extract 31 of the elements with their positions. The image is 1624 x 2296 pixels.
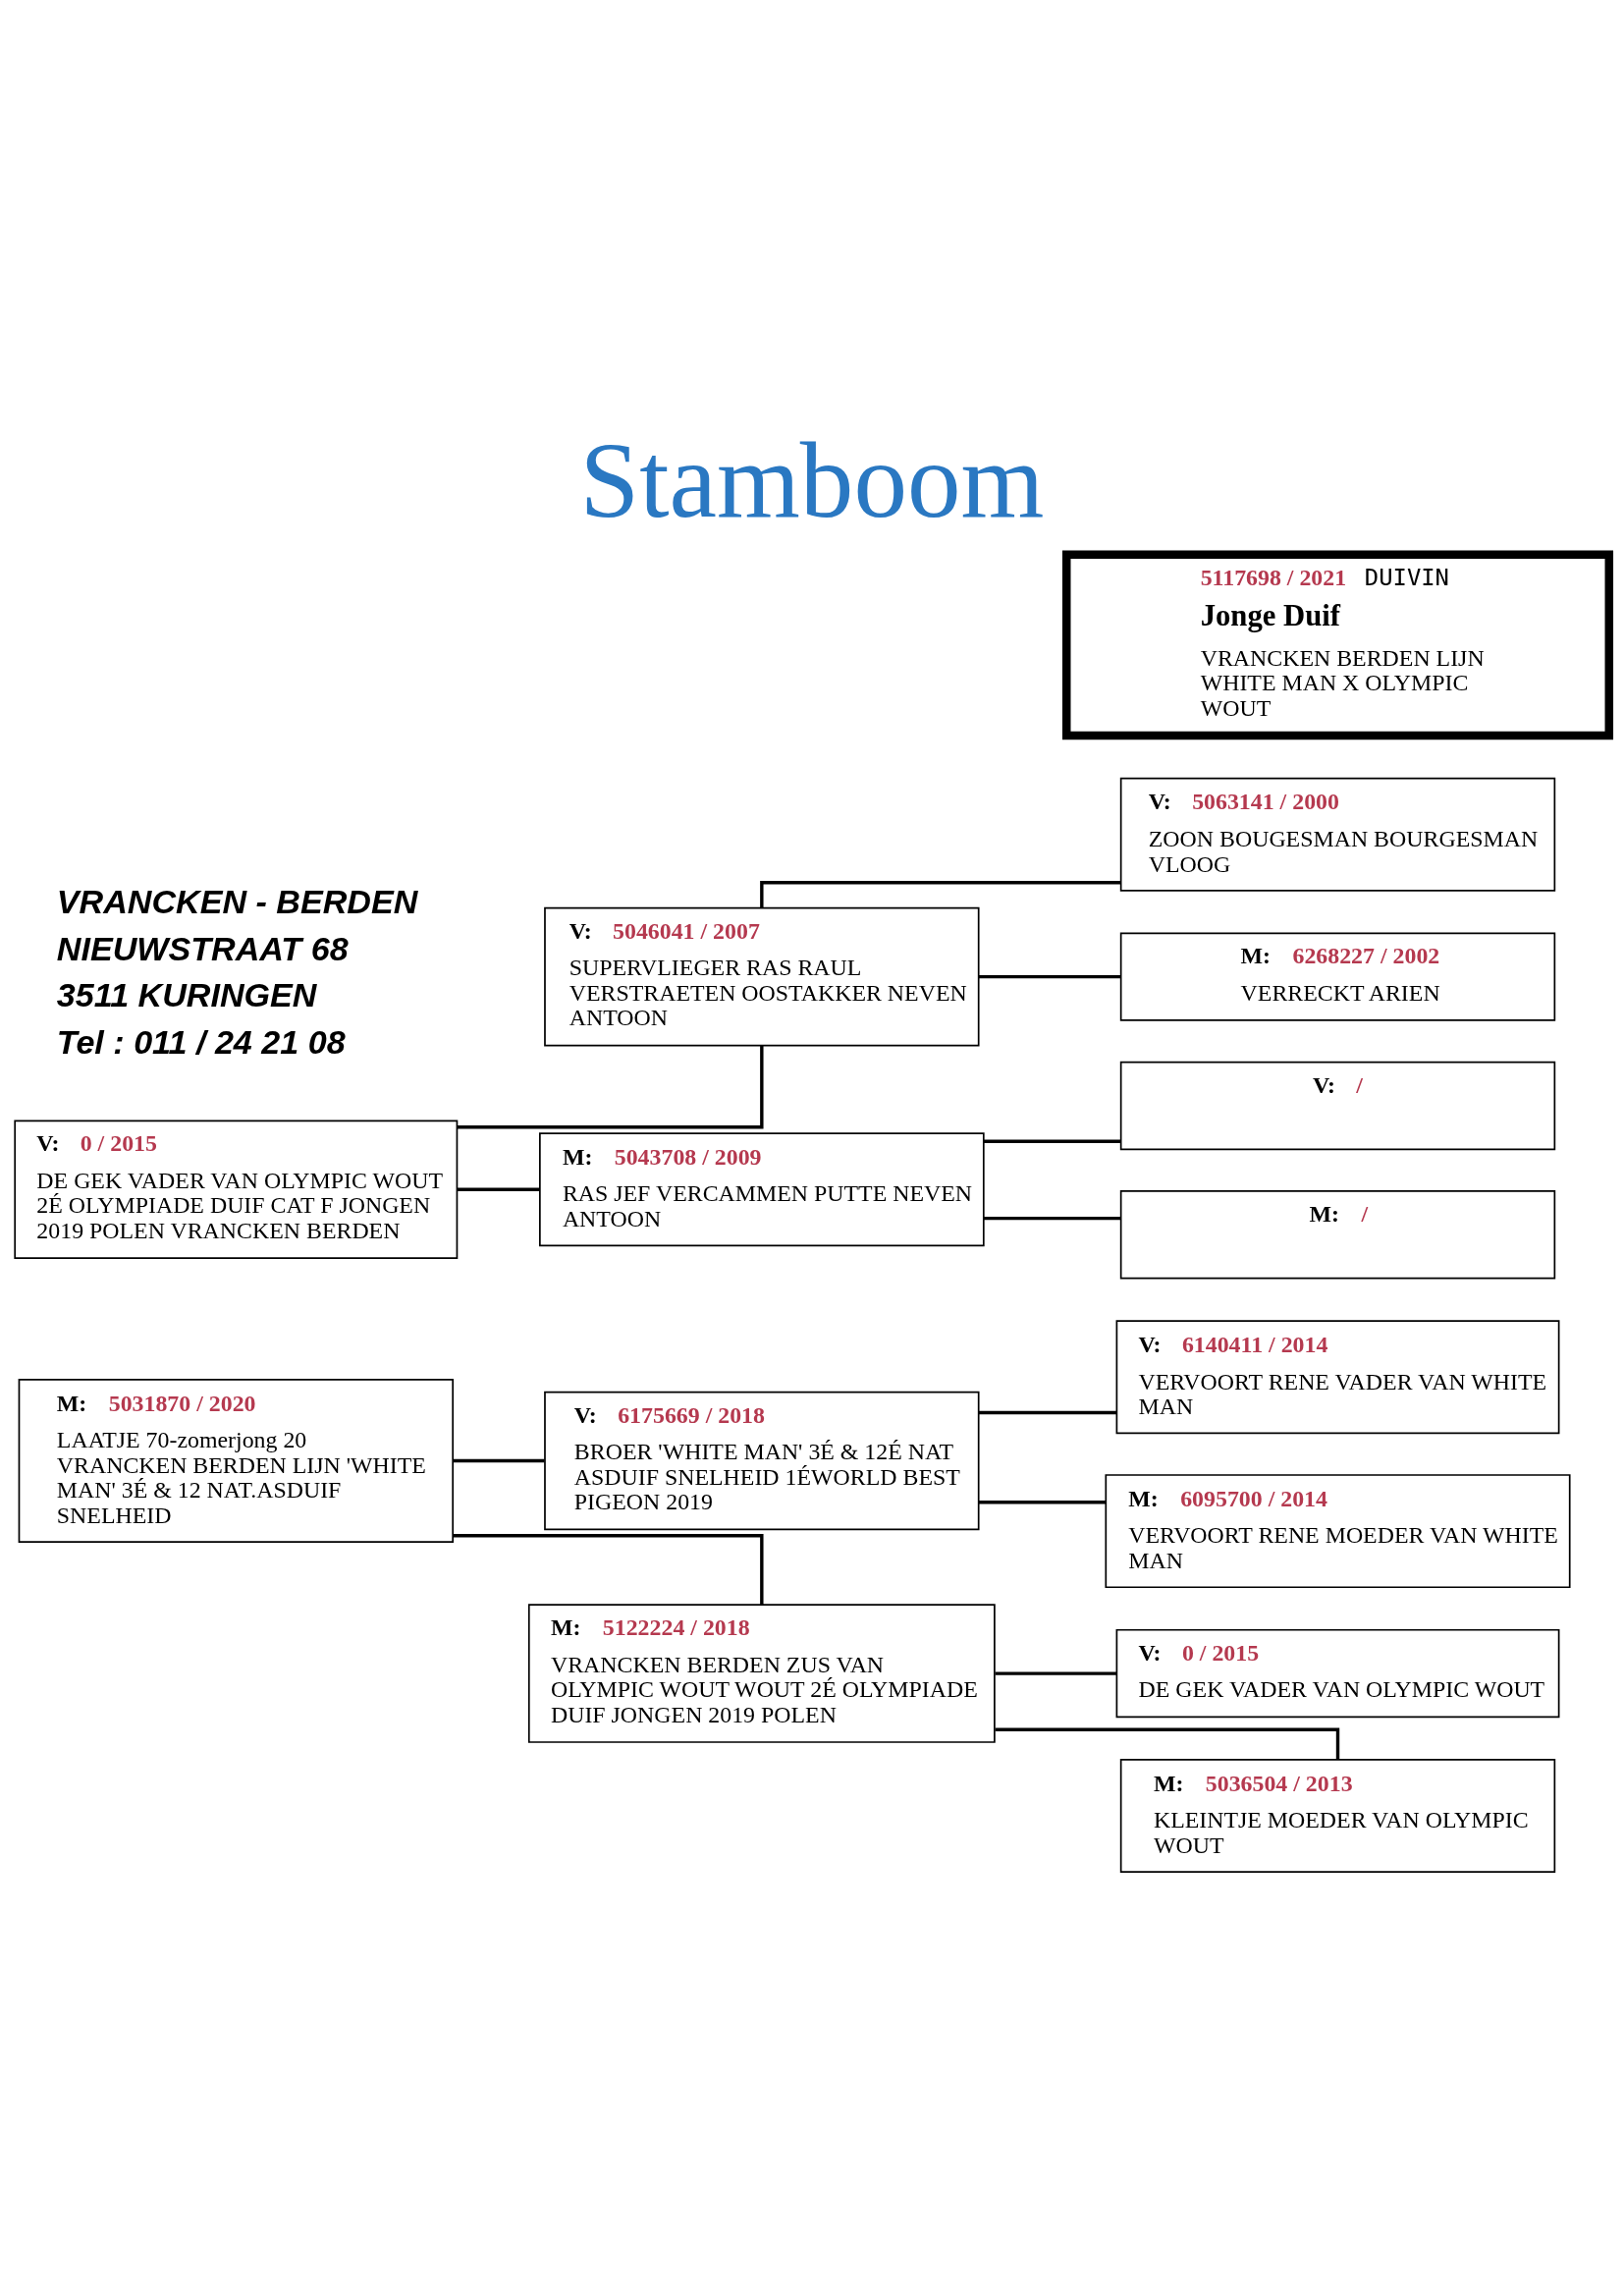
label: 3511 KURINGEN bbox=[56, 976, 317, 1014]
connector bbox=[457, 1187, 540, 1191]
connector bbox=[760, 881, 1121, 908]
connector bbox=[983, 1216, 1121, 1221]
label: VRANCKEN - BERDEN bbox=[56, 882, 418, 920]
label: NIEUWSTRAAT 68 bbox=[56, 929, 349, 967]
node-box: V: 6175669 / 2018 BROER 'WHITE MAN' 3É & 12É NAT ASDUIF SNELHEID 1ÉWORLD BEST PIGEON 2019 bbox=[544, 1391, 980, 1531]
connector bbox=[978, 1410, 1117, 1415]
node-box: V: 5063141 / 2000 ZOON BOUGESMAN BOURGESMAN VLOOG bbox=[1119, 777, 1556, 892]
node-box: V: 5046041 / 2007 SUPERVLIEGER RAS RAUL VERSTRAETEN OOSTAKKER NEVEN ANTOON bbox=[544, 906, 980, 1047]
diagram-title: Stamboom bbox=[579, 420, 1045, 540]
node-box: M: 5043708 / 2009 RAS JEF VERCAMMEN PUTTE NEVEN ANTOON bbox=[539, 1132, 985, 1247]
connector bbox=[457, 1045, 764, 1129]
node-box: M: 6268227 / 2002 VERRECKT ARIEN bbox=[1119, 932, 1556, 1021]
node-box: M: 5036504 / 2013 KLEINTJE MOEDER VAN OLYMPIC WOUT bbox=[1119, 1759, 1556, 1874]
connector bbox=[983, 1139, 1121, 1143]
node-box: M: / bbox=[1119, 1190, 1556, 1280]
connector bbox=[453, 1534, 764, 1605]
node-box: V: / bbox=[1119, 1061, 1556, 1151]
node-box: M: 6095700 / 2014 VERVOORT RENE MOEDER VAN WHITE MAN bbox=[1105, 1474, 1571, 1589]
node-box: V: 0 / 2015 DE GEK VADER VAN OLYMPIC WOUT 2É OLYMPIADE DUIF CAT F JONGEN 2019 POLEN VRANCKEN BERDEN bbox=[14, 1120, 459, 1259]
node-box: M: 5031870 / 2020 LAATJE 70-zomerjong 20 VRANCKEN BERDEN LIJN 'WHITE MAN' 3É & 12 NAT.ASDUIF SNELHEID bbox=[18, 1378, 455, 1544]
label: Tel : 011 / 24 21 08 bbox=[56, 1023, 346, 1062]
connector bbox=[995, 1671, 1117, 1675]
node-box: V: 0 / 2015 DE GEK VADER VAN OLYMPIC WOUT bbox=[1115, 1628, 1560, 1719]
node-box: V: 6140411 / 2014 VERVOORT RENE VADER VAN WHITE MAN bbox=[1115, 1320, 1560, 1435]
connector bbox=[978, 1501, 1107, 1504]
node-box: M: 5122224 / 2018 VRANCKEN BERDEN ZUS VAN OLYMPIC WOUT WOUT 2É OLYMPIADE DUIF JONGEN 2019 POLEN bbox=[527, 1604, 996, 1743]
node-box: 5117698 / 2021 DUIVIN Jonge Duif VRANCKEN BERDEN LIJN WHITE MAN X OLYMPIC WOUT bbox=[1061, 550, 1614, 740]
connector bbox=[453, 1458, 545, 1463]
connector bbox=[978, 974, 1121, 979]
